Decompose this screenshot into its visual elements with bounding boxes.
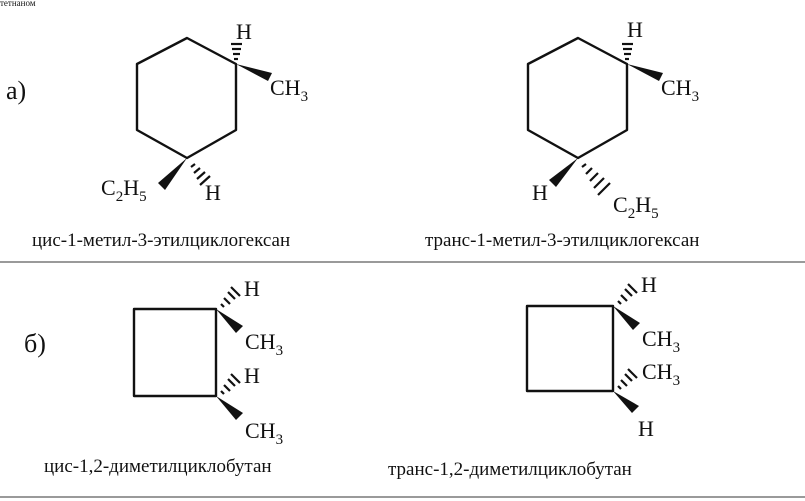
methyl-label: CH3	[270, 75, 308, 105]
cis-methylethylcyclohexane: H CH3 C2H5 H цис-1-метил-3-этилциклогекс…	[32, 19, 308, 251]
part-a-label: а)	[6, 76, 26, 105]
hashed-bond-h-top	[622, 42, 633, 61]
h1-label: H	[641, 272, 657, 297]
wedge-bond-methyl	[627, 64, 663, 81]
cyclohexane-ring	[526, 36, 629, 160]
h2-label: H	[244, 363, 260, 388]
methyl-label: CH3	[661, 75, 699, 105]
hashed-bond-h-bottom	[190, 163, 211, 186]
h-bottom-label: H	[205, 180, 221, 205]
wedge-bond-methyl1	[613, 306, 640, 330]
cyclohexane-ring	[135, 36, 238, 160]
trans-cyclobutane-caption: транс-1,2-диметилциклобутан	[388, 459, 632, 480]
hashed-bond-ethyl	[581, 163, 611, 196]
hashed-bond-methyl2	[617, 368, 638, 390]
hashed-bond-h2	[220, 373, 241, 395]
cyclobutane-ring	[132, 307, 218, 398]
corner-text: тетнаном	[0, 0, 36, 8]
trans-cyclohexane-caption: транс-1-метил-3-этилциклогексан	[425, 230, 699, 251]
ethyl-label: C2H5	[613, 192, 659, 222]
methyl1-label: CH3	[245, 329, 283, 359]
wedge-bond-h-bottom	[549, 158, 578, 187]
cyclobutane-ring	[525, 304, 615, 393]
cis-cyclobutane-caption: цис-1,2-диметилциклобутан	[44, 456, 272, 477]
wedge-bond-methyl1	[216, 309, 243, 333]
hashed-bond-h-top	[231, 42, 242, 61]
cis-cyclohexane-caption: цис-1-метил-3-этилциклогексан	[32, 230, 290, 251]
h2-label: H	[638, 416, 654, 441]
wedge-bond-methyl	[236, 64, 272, 81]
h-bottom-label: H	[532, 180, 548, 205]
h-top-label: H	[236, 19, 252, 44]
wedge-bond-h2	[613, 391, 639, 413]
methyl2-label: CH3	[642, 359, 680, 389]
part-b-label: б)	[24, 329, 46, 358]
methyl1-label: CH3	[642, 326, 680, 356]
methyl2-label: CH3	[245, 418, 283, 448]
hashed-bond-h1	[220, 286, 241, 308]
trans-dimethylcyclobutane: H CH3 CH3 H транс-1,2-диметилциклобутан	[388, 272, 680, 480]
h-top-label: H	[627, 17, 643, 42]
trans-methylethylcyclohexane: H CH3 H C2H5 транс-1-метил-3-этилциклоге…	[425, 17, 699, 251]
wedge-bond-methyl2	[216, 396, 243, 420]
cis-dimethylcyclobutane: H CH3 H CH3 цис-1,2-диметилциклобутан	[44, 276, 283, 477]
wedge-bond-ethyl	[158, 158, 187, 190]
hashed-bond-h1	[617, 283, 638, 305]
h1-label: H	[244, 276, 260, 301]
ethyl-label: C2H5	[101, 175, 147, 205]
